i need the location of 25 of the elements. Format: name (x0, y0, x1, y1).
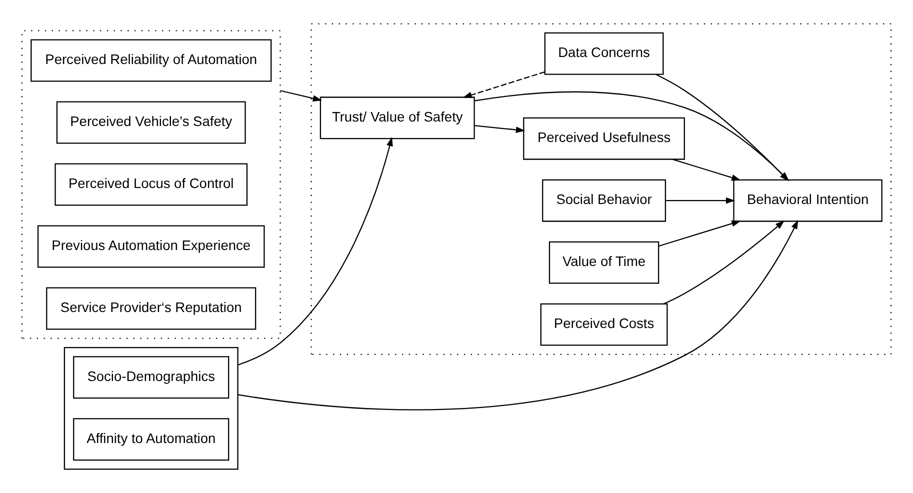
cluster (64, 346, 238, 470)
node-box: Behavioral Intention (733, 179, 882, 222)
node-box: Value of Time (548, 241, 660, 284)
node-box: Perceived Vehicle’s Safety (56, 101, 246, 144)
node-box: Socio-Demographics (73, 356, 230, 399)
node-box: Perceived Locus of Control (54, 163, 248, 206)
arrow (672, 158, 741, 181)
node-box: Previous Automation Experience (37, 225, 265, 268)
node-box: Perceived Usefulness (523, 117, 685, 160)
arrow (474, 125, 526, 133)
arrow (658, 220, 741, 247)
arrow (666, 197, 736, 204)
node-box: Social Behavior (542, 179, 666, 222)
arrow (238, 220, 798, 410)
node-box: Perceived Costs (540, 303, 668, 346)
arrow (663, 220, 785, 304)
arrow (280, 90, 322, 102)
cluster (21, 30, 281, 339)
node-box: Trust/ Value of Safety (320, 96, 475, 140)
arrow (462, 71, 545, 98)
node-box: Perceived Reliability of Automation (30, 39, 272, 82)
node-box: Service Provider‘s Reputation (46, 287, 256, 330)
node-box: Affinity to Automation (73, 418, 230, 461)
arrow (238, 136, 393, 366)
node-box: Data Concerns (544, 32, 664, 75)
